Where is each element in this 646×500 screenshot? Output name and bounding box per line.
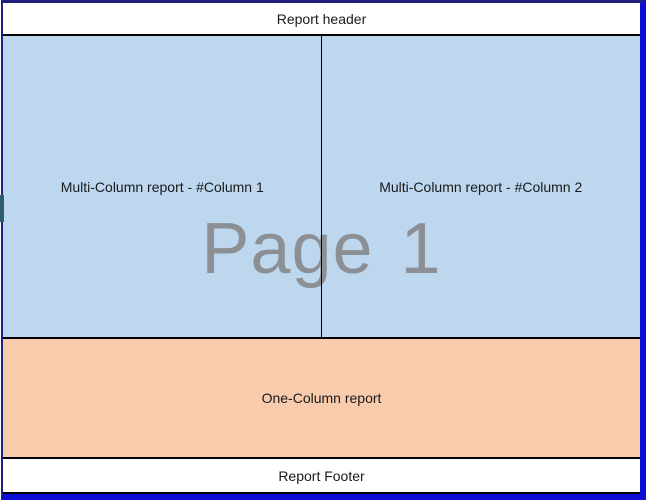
multi-column-band-column-1: Multi-Column report - #Column 1 [3, 36, 322, 337]
column-1-label: Multi-Column report - #Column 1 [60, 178, 264, 195]
column-2-label: Multi-Column report - #Column 2 [379, 178, 583, 195]
one-column-band: One-Column report [3, 339, 640, 459]
column-divider-line [321, 36, 322, 337]
report-footer-label: Report Footer [278, 467, 365, 484]
left-edge-marker [0, 195, 4, 222]
report-header-band: Report header [3, 3, 640, 36]
one-column-label: One-Column report [261, 390, 382, 406]
report-header-label: Report header [276, 10, 367, 27]
report-footer-band: Report Footer [3, 459, 640, 494]
multi-column-band-column-2: Multi-Column report - #Column 2 [322, 36, 641, 337]
